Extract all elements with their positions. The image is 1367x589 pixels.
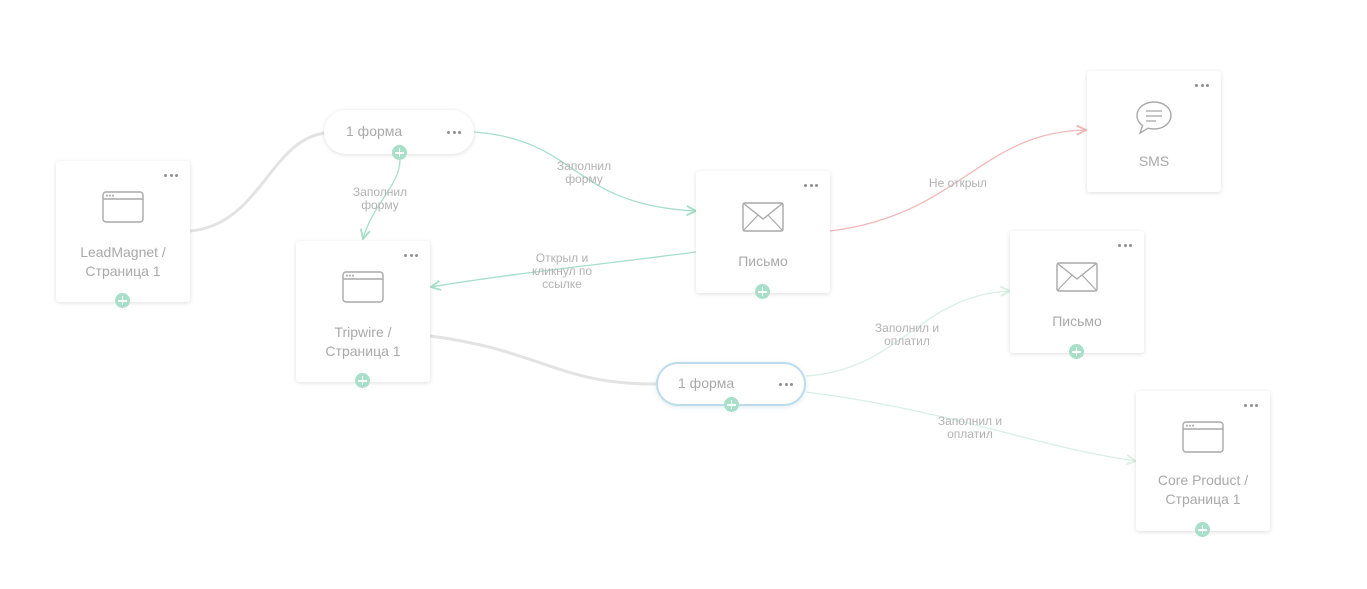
node-label-line: Страница 1: [85, 263, 161, 279]
add-step-plus-icon[interactable]: [755, 284, 770, 299]
node-menu-icon[interactable]: [404, 250, 418, 260]
edge-form2-letter2: [805, 291, 1010, 377]
chat-bubble-icon: [1136, 101, 1172, 135]
edge-form2-core: [805, 391, 1136, 461]
node-label: SMS: [1138, 153, 1170, 169]
node-label-line: Core Product /: [1157, 472, 1249, 488]
node-menu-icon[interactable]: [1118, 240, 1132, 250]
edge-label-line: Заполнил и: [937, 414, 1003, 428]
edge-form1-tripwire: [363, 159, 401, 239]
connector-tripwire-form2: [429, 334, 658, 386]
node-menu-icon[interactable]: [779, 379, 793, 389]
edge-label-line: Не открыл: [928, 176, 988, 190]
edge-label-line: оплатил: [947, 427, 993, 441]
node-label-line: Страница 1: [325, 343, 401, 359]
node-label: Письмо: [738, 253, 788, 269]
webpage-icon: [1182, 421, 1224, 453]
node-label: LeadMagnet / Страница 1: [56, 243, 190, 281]
node-label-line: Tripwire /: [334, 324, 392, 340]
add-step-plus-icon[interactable]: [1069, 344, 1084, 359]
node-leadmagnet-page[interactable]: LeadMagnet / Страница 1: [56, 161, 190, 308]
edge-label-zapolnil-oplatil-upper: Заполнил и оплатил: [867, 322, 947, 348]
node-tripwire-page[interactable]: Tripwire / Страница 1: [296, 241, 430, 388]
node-menu-icon[interactable]: [1195, 80, 1209, 90]
add-step-plus-icon[interactable]: [1195, 522, 1210, 537]
connector-leadmagnet-form1: [189, 131, 326, 233]
node-form-2[interactable]: 1 форма: [656, 362, 806, 412]
node-menu-icon[interactable]: [164, 170, 178, 180]
node-label: Tripwire / Страница 1: [296, 323, 430, 361]
edge-letter-tripwire: [431, 251, 697, 287]
webpage-icon: [102, 191, 144, 223]
edge-label-zapolnil-oplatil-lower: Заполнил и оплатил: [930, 415, 1010, 441]
edge-label-line: Заполнил: [352, 185, 408, 199]
node-sms[interactable]: SMS: [1087, 71, 1221, 192]
envelope-icon: [742, 202, 784, 232]
envelope-icon: [1056, 262, 1098, 292]
edge-label-line: ссылке: [542, 277, 582, 291]
add-step-plus-icon[interactable]: [355, 373, 370, 388]
edge-label-otkryl-kliknul: Открыл и кликнул по ссылке: [527, 252, 597, 291]
edge-label-zapolnil-formu-right: Заполнил форму: [554, 160, 614, 186]
add-step-plus-icon[interactable]: [392, 145, 407, 160]
node-core-product-page[interactable]: Core Product / Страница 1: [1136, 391, 1270, 537]
node-email-letter-1[interactable]: Письмо: [696, 171, 830, 299]
node-form-1[interactable]: 1 форма: [324, 110, 474, 160]
edge-label-line: кликнул по: [531, 264, 593, 278]
edge-label-line: оплатил: [884, 334, 930, 348]
edge-label-ne-otkryl: Не открыл: [918, 177, 998, 190]
node-label-line: Страница 1: [1165, 491, 1241, 507]
node-menu-icon[interactable]: [447, 127, 461, 137]
node-menu-icon[interactable]: [1244, 400, 1258, 410]
edge-letter-sms: [829, 130, 1086, 232]
edge-label-line: Заполнил и: [874, 321, 940, 335]
edge-label-line: Заполнил: [556, 159, 612, 173]
edge-form1-letter: [473, 131, 696, 211]
add-step-plus-icon[interactable]: [115, 293, 130, 308]
edge-label-line: Открыл и: [535, 251, 589, 265]
form-label: 1 форма: [346, 123, 403, 139]
edge-label-zapolnil-formu-left: Заполнил форму: [350, 186, 410, 212]
edge-label-line: форму: [361, 198, 399, 212]
webpage-icon: [342, 271, 384, 303]
node-label-line: LeadMagnet /: [80, 244, 166, 260]
add-step-plus-icon[interactable]: [724, 397, 739, 412]
node-email-letter-2[interactable]: Письмо: [1010, 231, 1144, 359]
node-label: Письмо: [1052, 313, 1102, 329]
node-menu-icon[interactable]: [804, 180, 818, 190]
edge-label-line: форму: [565, 172, 603, 186]
form-label: 1 форма: [678, 375, 735, 391]
node-label: Core Product / Страница 1: [1136, 471, 1270, 509]
